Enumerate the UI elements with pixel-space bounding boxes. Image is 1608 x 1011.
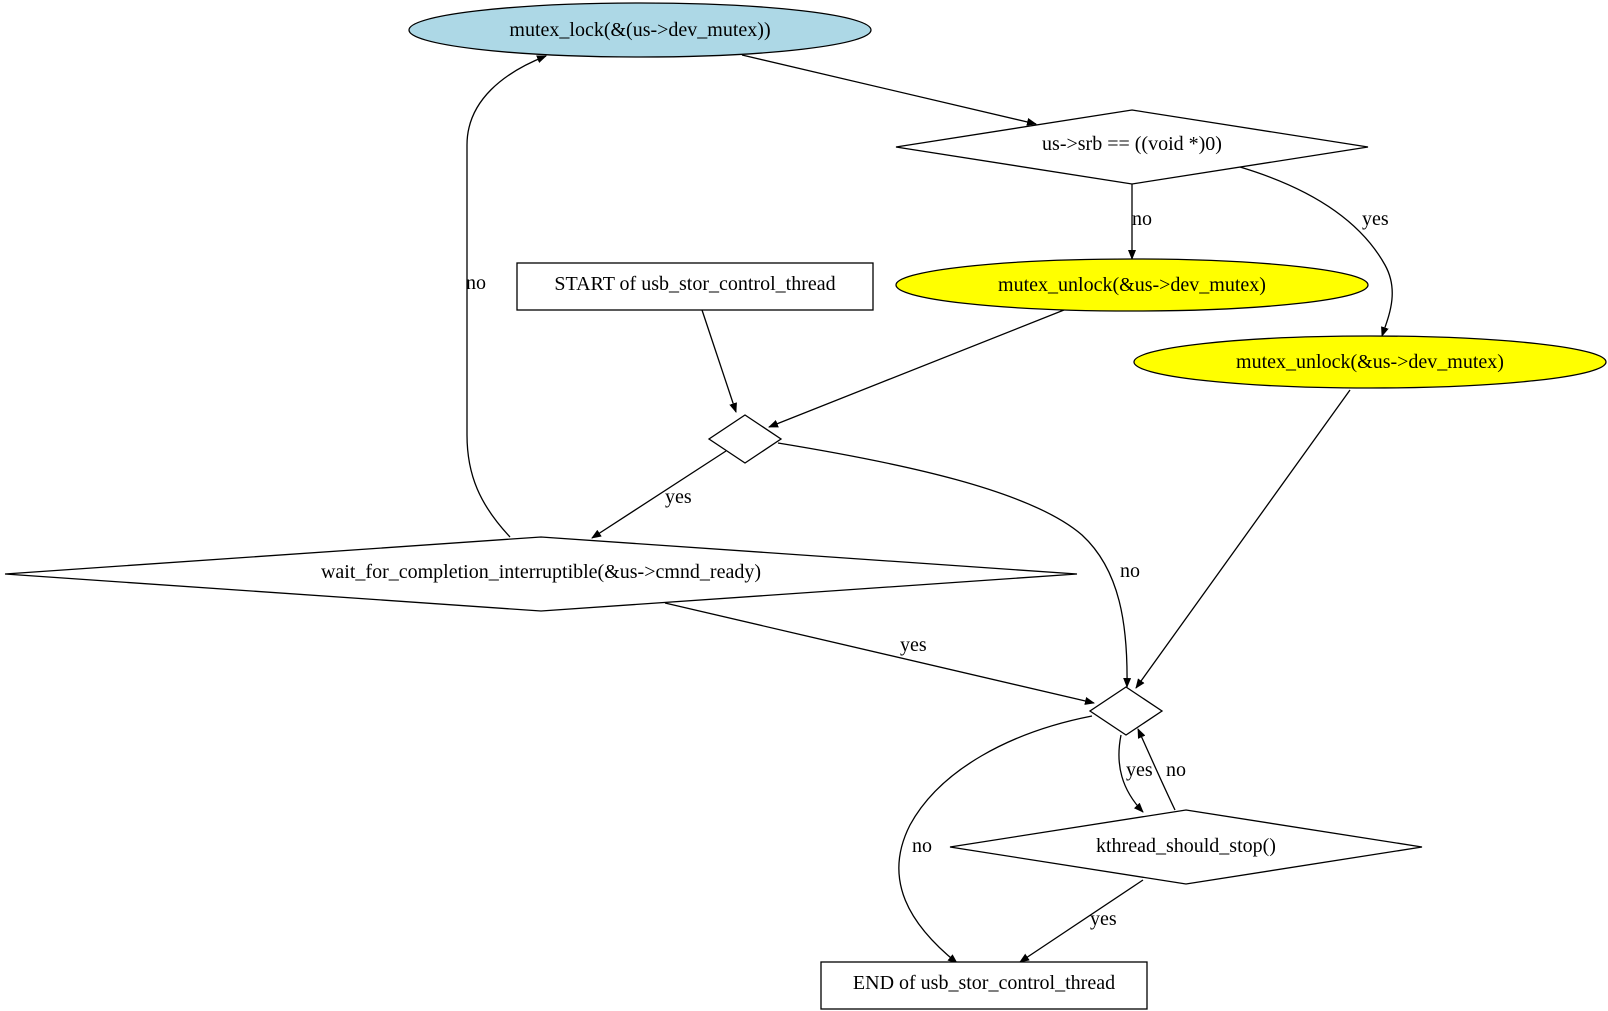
edge-label-kthread-no: no — [1166, 759, 1186, 781]
node-mutex-lock: mutex_lock(&(us->dev_mutex)) — [408, 2, 872, 58]
edge-merge2-no — [898, 715, 1093, 964]
node-mutex-lock-label: mutex_lock(&(us->dev_mutex)) — [509, 19, 770, 41]
edge-label-wait-yes: yes — [900, 634, 927, 656]
edge-label-merge1-no: no — [1120, 560, 1140, 582]
node-end-label: END of usb_stor_control_thread — [853, 972, 1115, 994]
edge-start-to-merge1 — [701, 309, 737, 413]
edge-merge1-yes — [591, 450, 727, 539]
edge-wait-yes — [664, 602, 1095, 705]
edge-lock-to-srb — [741, 54, 1037, 126]
nodes: mutex_lock(&(us->dev_mutex)) us->srb == … — [4, 2, 1607, 1010]
edge-label-srb-no: no — [1132, 208, 1152, 230]
node-merge-1 — [707, 414, 783, 464]
node-wait: wait_for_completion_interruptible(&us->c… — [4, 536, 1078, 612]
edge-srb-yes — [1239, 166, 1393, 337]
edge-label-wait-no: no — [466, 272, 486, 294]
node-wait-label: wait_for_completion_interruptible(&us->c… — [321, 561, 761, 583]
edge-label-srb-yes: yes — [1362, 208, 1389, 230]
edge-kthread-no — [1137, 728, 1176, 811]
edge-unlockno-to-merge1 — [768, 309, 1065, 428]
node-merge-2 — [1088, 686, 1164, 736]
edge-label-merge2-yes: yes — [1126, 759, 1153, 781]
node-start: START of usb_stor_control_thread — [516, 262, 874, 311]
edge-unlockyes-to-merge2 — [1135, 389, 1351, 689]
node-unlock-yes: mutex_unlock(&us->dev_mutex) — [1133, 335, 1607, 389]
edge-label-merge1-yes: yes — [665, 486, 692, 508]
edge-merge2-yes — [1118, 734, 1144, 813]
edge-label-kthread-yes: yes — [1090, 908, 1117, 930]
node-end: END of usb_stor_control_thread — [820, 961, 1148, 1010]
edge-label-merge2-no: no — [912, 835, 932, 857]
edges: no yes yes no no yes yes no no y — [466, 54, 1393, 964]
edge-merge1-no — [777, 442, 1132, 688]
edge-wait-no — [466, 55, 547, 538]
node-srb-check-label: us->srb == ((void *)0) — [1042, 133, 1222, 155]
node-unlock-no: mutex_unlock(&us->dev_mutex) — [895, 258, 1369, 312]
node-start-label: START of usb_stor_control_thread — [554, 273, 835, 295]
edge-kthread-yes — [1019, 879, 1144, 963]
node-srb-check: us->srb == ((void *)0) — [895, 109, 1369, 185]
node-kthread-label: kthread_should_stop() — [1096, 835, 1276, 857]
node-unlock-yes-label: mutex_unlock(&us->dev_mutex) — [1236, 351, 1504, 373]
node-kthread: kthread_should_stop() — [949, 809, 1423, 885]
node-unlock-no-label: mutex_unlock(&us->dev_mutex) — [998, 274, 1266, 296]
